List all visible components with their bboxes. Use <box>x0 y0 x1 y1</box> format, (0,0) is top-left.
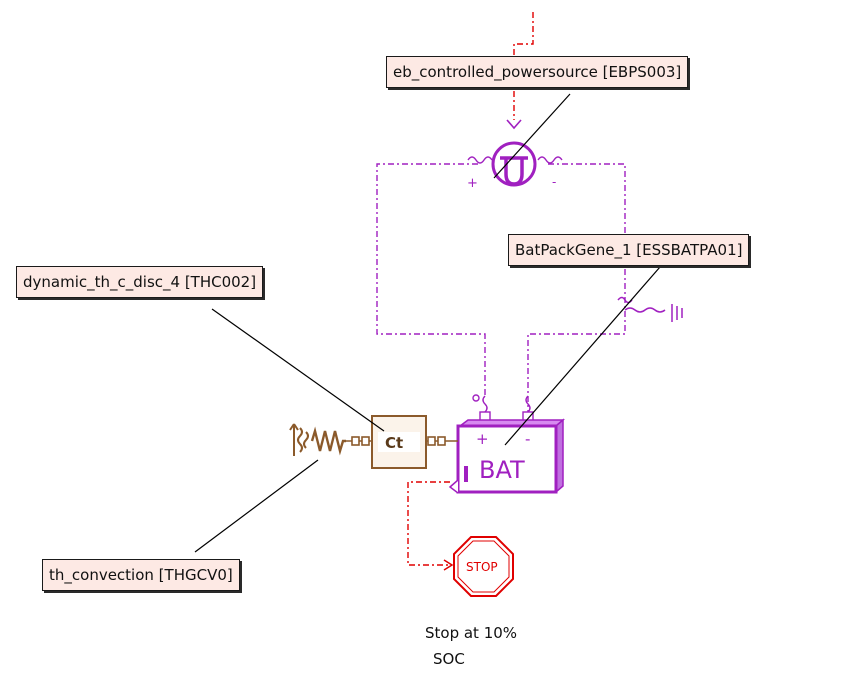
battery-plus-label: + <box>476 430 489 448</box>
convection-label[interactable]: th_convection [THGCV0] <box>42 559 240 591</box>
source-plus-label: + <box>467 176 478 191</box>
signal-arrow-icon <box>506 119 522 130</box>
power-source-icon[interactable]: + - <box>467 141 563 191</box>
stop-icon[interactable]: STOP <box>453 536 514 597</box>
source-minus-label: - <box>552 175 556 189</box>
battery-minus-label: - <box>525 430 530 448</box>
stop-arrow-icon <box>443 559 454 571</box>
battery-text: BAT <box>479 456 525 484</box>
stop-note-line1: Stop at 10% <box>425 624 518 642</box>
ground-icon <box>617 296 683 322</box>
power-source-label[interactable]: eb_controlled_powersource [EBPS003] <box>386 56 689 88</box>
thermal-wires <box>346 436 458 446</box>
stop-note-line2: SOC <box>433 650 465 668</box>
stop-signal-line <box>407 481 450 566</box>
battery-pack-label[interactable]: BatPackGene_1 [ESSBATPA01] <box>508 234 750 266</box>
label-leader-lines <box>194 93 661 553</box>
convection-icon[interactable] <box>289 423 346 456</box>
thermal-capacity-label[interactable]: dynamic_th_c_disc_4 [THC002] <box>16 266 264 298</box>
battery-icon[interactable]: + - BAT <box>448 418 566 494</box>
capacity-text: Ct <box>385 434 403 452</box>
stop-text: STOP <box>466 560 498 574</box>
thermal-capacity-icon[interactable]: Ct <box>371 415 427 469</box>
electrical-wires <box>376 163 626 414</box>
